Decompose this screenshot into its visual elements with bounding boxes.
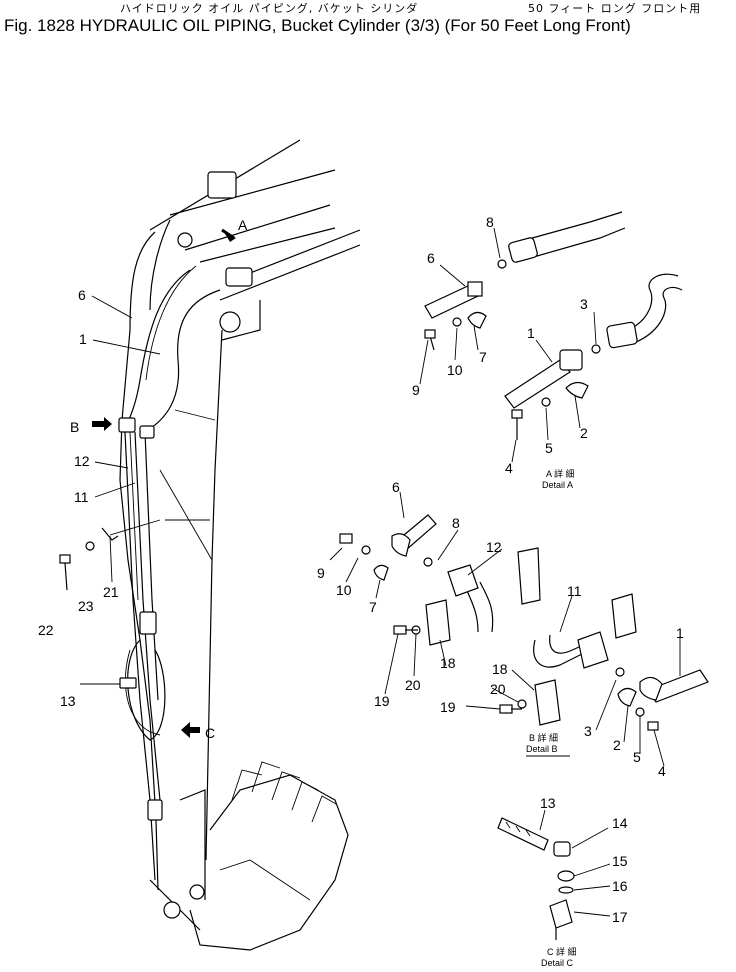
- figure-title-text: HYDRAULIC OIL PIPING, Bucket Cylinder (3…: [79, 16, 631, 35]
- callout-a-1: 1: [527, 325, 535, 341]
- callout-b-5: 5: [633, 749, 641, 765]
- main-view-callouts: 6 1 12 11 22 23 21 13: [38, 287, 161, 709]
- callout-b-2: 2: [613, 737, 621, 753]
- callout-a-4: 4: [505, 460, 513, 476]
- callout-main-23: 23: [78, 598, 94, 614]
- figure-title: Fig. 1828 HYDRAULIC OIL PIPING, Bucket C…: [4, 16, 631, 36]
- view-label-c: C: [205, 725, 215, 741]
- detail-c-caption: Detail C: [541, 958, 574, 968]
- callout-b-10: 10: [336, 582, 352, 598]
- callout-b-7: 7: [369, 599, 377, 615]
- callout-main-21: 21: [103, 584, 119, 600]
- callout-a-8: 8: [486, 214, 494, 230]
- detail-b-caption-jp: B 詳 細: [529, 732, 558, 743]
- callout-main-11: 11: [74, 489, 89, 505]
- callout-b-19-lower: 19: [440, 699, 456, 715]
- callout-c-16: 16: [612, 878, 628, 894]
- callout-a-3: 3: [580, 296, 588, 312]
- detail-c: 13 14 15 16 17 C 詳 細 Detail C: [497, 795, 628, 968]
- callout-a-2: 2: [580, 425, 588, 441]
- detail-a-caption: Detail A: [542, 480, 573, 490]
- callout-a-5: 5: [545, 440, 553, 456]
- callout-a-9: 9: [412, 382, 420, 398]
- callout-b-1: 1: [676, 625, 684, 641]
- callout-b-4: 4: [658, 763, 666, 779]
- callout-b-20-upper: 20: [405, 677, 421, 693]
- callout-b-8: 8: [452, 515, 460, 531]
- callout-main-12: 12: [74, 453, 90, 469]
- callout-b-3: 3: [584, 723, 592, 739]
- bucket: [189, 761, 349, 951]
- callout-b-11: 11: [567, 583, 582, 599]
- callout-main-6: 6: [78, 287, 86, 303]
- callout-c-13: 13: [540, 795, 556, 811]
- callout-main-13: 13: [60, 693, 76, 709]
- view-arrow-b: B: [70, 417, 112, 435]
- callout-c-15: 15: [612, 853, 628, 869]
- callout-b-12: 12: [486, 539, 502, 555]
- callout-c-14: 14: [612, 815, 628, 831]
- view-label-b: B: [70, 419, 79, 435]
- detail-a: 8 6 3 1 9 10 7 5 2 4 A 詳 細 Detail A: [412, 211, 683, 490]
- callout-b-18-upper: 18: [440, 655, 456, 671]
- detail-b: 6 8 12 9 10 7 11 1 19 20 18 18 20 19 3 2…: [317, 479, 709, 779]
- callout-a-10: 10: [447, 362, 463, 378]
- japanese-title-right: 50 フィート ロング フロント用: [528, 2, 702, 15]
- figure-number: Fig. 1828: [4, 16, 75, 35]
- detail-c-caption-jp: C 詳 細: [547, 946, 577, 957]
- japanese-title-left: ハイドロリック オイル パイピング, バケット シリンダ: [120, 2, 419, 15]
- view-arrow-a: A: [221, 217, 248, 242]
- callout-a-6: 6: [427, 250, 435, 266]
- detail-b-caption: Detail B: [526, 744, 558, 754]
- callout-a-7: 7: [479, 349, 487, 365]
- callout-b-19-upper: 19: [374, 693, 390, 709]
- callout-b-6: 6: [392, 479, 400, 495]
- callout-main-1: 1: [79, 331, 87, 347]
- detail-a-caption-jp: A 詳 細: [546, 468, 575, 479]
- arm-assembly: [118, 139, 361, 931]
- callout-b-9: 9: [317, 565, 325, 581]
- view-label-a: A: [238, 217, 248, 233]
- callout-c-17: 17: [612, 909, 628, 925]
- view-arrow-c: C: [181, 722, 215, 741]
- callout-main-22: 22: [38, 622, 54, 638]
- callout-b-20-lower: 20: [490, 681, 506, 697]
- callout-b-18-lower: 18: [492, 661, 508, 677]
